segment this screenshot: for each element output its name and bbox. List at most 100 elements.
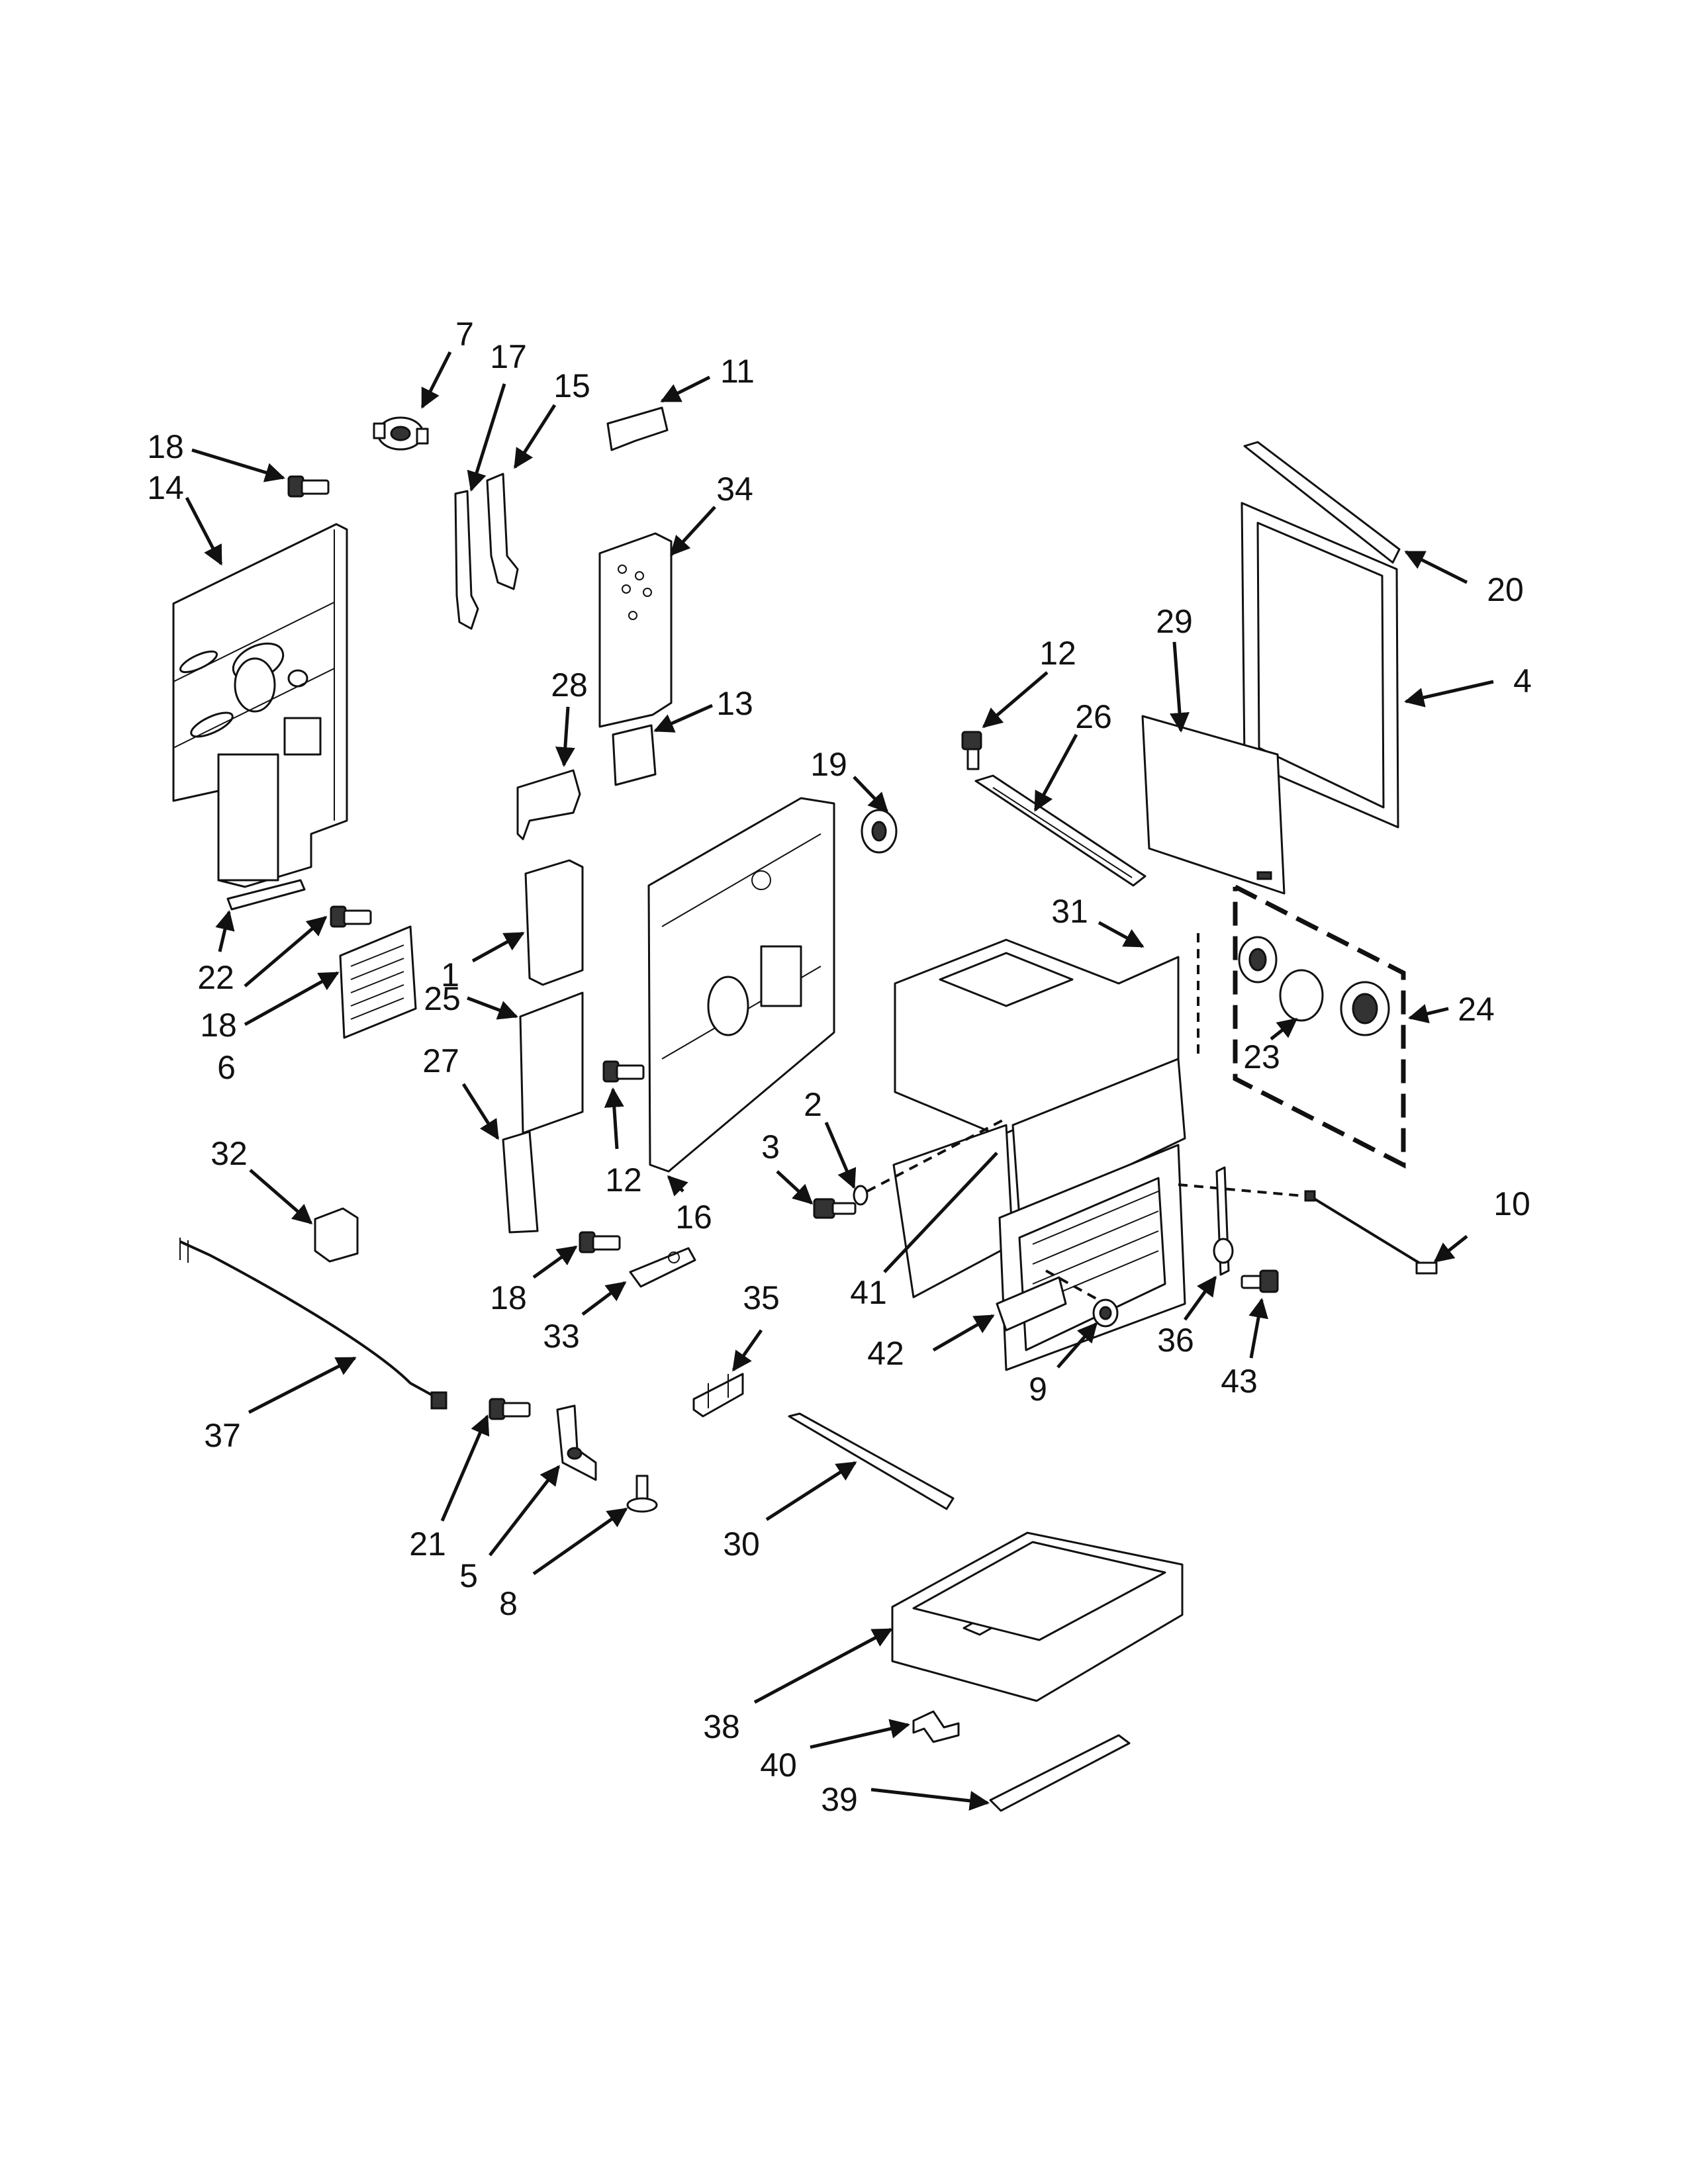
part-grommet-19 (861, 809, 898, 854)
leader-40 (810, 1719, 910, 1749)
callout-34: 34 (716, 471, 753, 508)
part-panel-29 (1141, 715, 1286, 895)
leader-37 (248, 1356, 357, 1414)
callout-43: 43 (1221, 1363, 1258, 1400)
part-leg-8 (626, 1475, 658, 1513)
callout-19: 19 (810, 746, 847, 783)
callout-4: 4 (1513, 662, 1532, 700)
part-panel-34 (598, 532, 673, 728)
callout-32: 32 (211, 1135, 248, 1172)
part-screw-43 (1241, 1269, 1279, 1293)
callout-29: 29 (1156, 603, 1193, 640)
part-strip-39 (989, 1734, 1131, 1812)
part-bracket-11 (606, 406, 669, 451)
callout-30: 30 (723, 1525, 760, 1563)
leader-18c (532, 1245, 578, 1279)
callout-labels: 7 17 15 11 18 14 34 20 12 29 4 28 13 26 … (147, 316, 1532, 1818)
leader-12a (982, 671, 1049, 728)
callout-12a: 12 (1039, 635, 1076, 672)
callout-18b: 18 (200, 1007, 237, 1044)
part-sheet-25 (519, 991, 584, 1134)
callout-16: 16 (675, 1199, 712, 1236)
part-channel-1 (524, 859, 584, 986)
part-screw-top (287, 475, 330, 498)
callout-37: 37 (204, 1417, 241, 1454)
part-screw-3 (813, 1198, 857, 1219)
callout-20: 20 (1487, 571, 1524, 608)
callout-40: 40 (760, 1747, 797, 1784)
part-bracket-13 (612, 724, 657, 786)
part-screw-12a (961, 731, 982, 770)
callout-14: 14 (147, 469, 184, 506)
callout-3: 3 (761, 1128, 780, 1165)
leader-22 (215, 910, 235, 952)
leader-42 (932, 1314, 995, 1352)
part-bracket-5 (556, 1404, 597, 1481)
part-screw-mid (330, 905, 372, 928)
callout-39: 39 (821, 1781, 858, 1818)
callout-41: 41 (850, 1274, 887, 1311)
leader-6 (244, 971, 340, 1026)
part-bracket-17 (454, 490, 479, 630)
part-thermostat (373, 416, 429, 451)
callout-7: 7 (455, 316, 474, 353)
part-rail-26 (974, 774, 1147, 887)
leader-19 (853, 776, 889, 813)
callout-36: 36 (1157, 1322, 1194, 1359)
part-screw-12b (602, 1060, 645, 1083)
leader-18a (191, 448, 285, 482)
leader-7 (420, 351, 452, 409)
leader-36 (1183, 1275, 1217, 1321)
part-rail-30 (788, 1412, 955, 1510)
callout-13: 13 (716, 685, 753, 722)
leader-24 (1408, 1004, 1449, 1024)
part-side-panel-16 (647, 797, 835, 1173)
leader-34 (669, 506, 716, 557)
leader-41 (883, 1152, 998, 1273)
leader-17 (467, 383, 506, 492)
leader-1 (471, 931, 525, 963)
callout-11: 11 (720, 353, 755, 390)
leader-15 (513, 404, 557, 469)
leader-31 (1098, 921, 1145, 948)
leader-21 (440, 1414, 490, 1522)
leader-25 (467, 996, 518, 1020)
part-door-frame-4 (1241, 502, 1399, 829)
part-box-32 (314, 1207, 359, 1263)
part-bracket-42 (996, 1276, 1067, 1332)
callout-24: 24 (1458, 991, 1495, 1028)
callout-26: 26 (1075, 698, 1112, 735)
leader-13 (653, 704, 714, 733)
callout-17: 17 (490, 338, 527, 375)
leader-lines (185, 351, 1494, 1811)
callout-18c: 18 (490, 1279, 527, 1316)
leader-29 (1170, 641, 1190, 733)
callout-27: 27 (422, 1042, 459, 1079)
leader-35 (731, 1329, 763, 1372)
leader-33 (581, 1281, 627, 1316)
callout-8: 8 (499, 1585, 518, 1622)
callout-33: 33 (543, 1318, 580, 1355)
leader-28 (555, 706, 575, 767)
part-cord-37 (179, 1238, 447, 1410)
part-bracket-28 (516, 769, 581, 841)
leader-30 (765, 1461, 857, 1522)
callout-15: 15 (553, 367, 590, 404)
callout-1: 1 (441, 956, 459, 993)
leader-3 (776, 1170, 814, 1205)
callout-10: 10 (1493, 1185, 1530, 1222)
part-bracket-33 (629, 1247, 696, 1288)
callout-42: 42 (867, 1335, 904, 1372)
callout-2: 2 (804, 1086, 822, 1123)
callout-35: 35 (743, 1279, 780, 1316)
callout-9: 9 (1029, 1371, 1047, 1408)
part-strip-22 (226, 879, 306, 911)
leader-8 (532, 1507, 628, 1576)
leader-39 (870, 1788, 990, 1811)
callout-5: 5 (459, 1557, 478, 1594)
leader-11 (660, 375, 711, 403)
leader-18b (244, 916, 328, 987)
guide-line-screw (867, 1117, 1007, 1193)
leader-10 (1433, 1235, 1468, 1263)
